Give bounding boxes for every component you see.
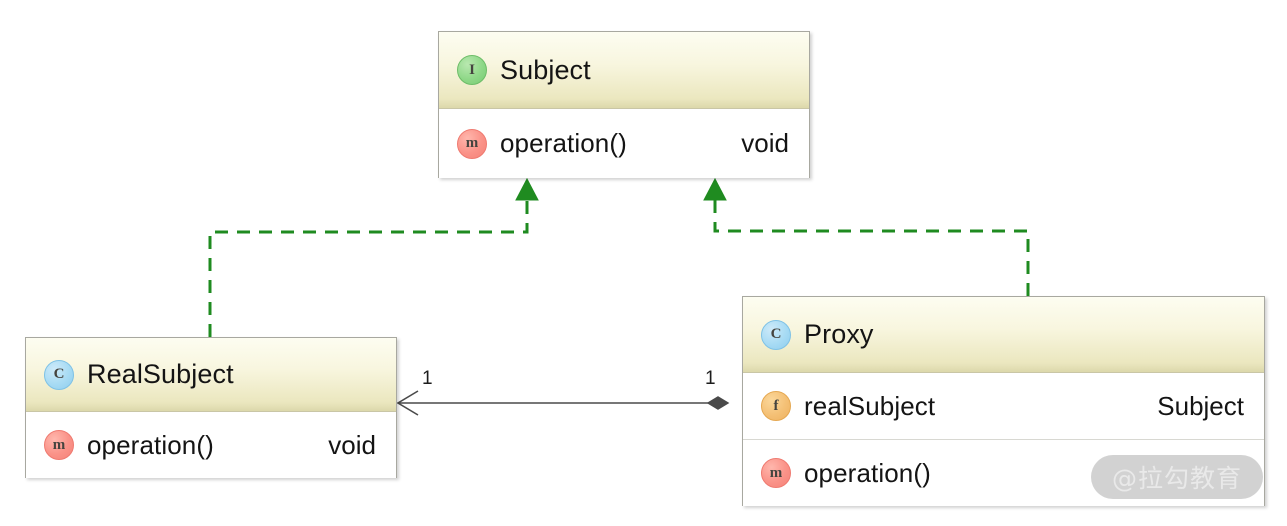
watermark-badge: @拉勾教育 (1091, 455, 1263, 499)
member-row-realsubject-operation[interactable]: m operation() void (26, 412, 396, 478)
method-icon: m (44, 430, 74, 460)
member-row-subject-operation[interactable]: m operation() void (439, 109, 809, 178)
member-type: Subject (1157, 390, 1244, 421)
composition-proxy-to-realsubject (396, 390, 730, 416)
class-header-realsubject: C RealSubject (26, 338, 396, 412)
method-icon: m (761, 458, 791, 488)
member-name: operation() (87, 429, 214, 460)
watermark-text: @拉勾教育 (1111, 464, 1242, 493)
class-header-subject: I Subject (439, 32, 809, 109)
class-name-proxy: Proxy (804, 319, 874, 349)
member-name: operation() (500, 128, 627, 158)
member-row-proxy-realsubject[interactable]: f realSubject Subject (743, 373, 1264, 439)
member-name: operation() (804, 457, 931, 488)
member-type: void (741, 128, 789, 158)
class-header-proxy: C Proxy (743, 297, 1264, 373)
method-icon: m (457, 128, 487, 159)
member-type: void (328, 429, 376, 460)
class-icon: C (761, 319, 791, 350)
realization-realsubject-to-subject (208, 177, 539, 337)
class-icon: C (44, 359, 74, 390)
class-name-subject: Subject (500, 54, 591, 85)
multiplicity-proxy-end: 1 (705, 368, 716, 389)
class-name-realsubject: RealSubject (87, 359, 234, 389)
field-icon: f (761, 391, 791, 421)
multiplicity-realsubject-end: 1 (422, 368, 433, 389)
class-box-subject[interactable]: I Subject m operation() void (438, 31, 810, 178)
class-box-realsubject[interactable]: C RealSubject m operation() void (25, 337, 397, 478)
interface-icon: I (457, 55, 487, 85)
realization-proxy-to-subject (703, 177, 1030, 296)
member-name: realSubject (804, 390, 936, 421)
